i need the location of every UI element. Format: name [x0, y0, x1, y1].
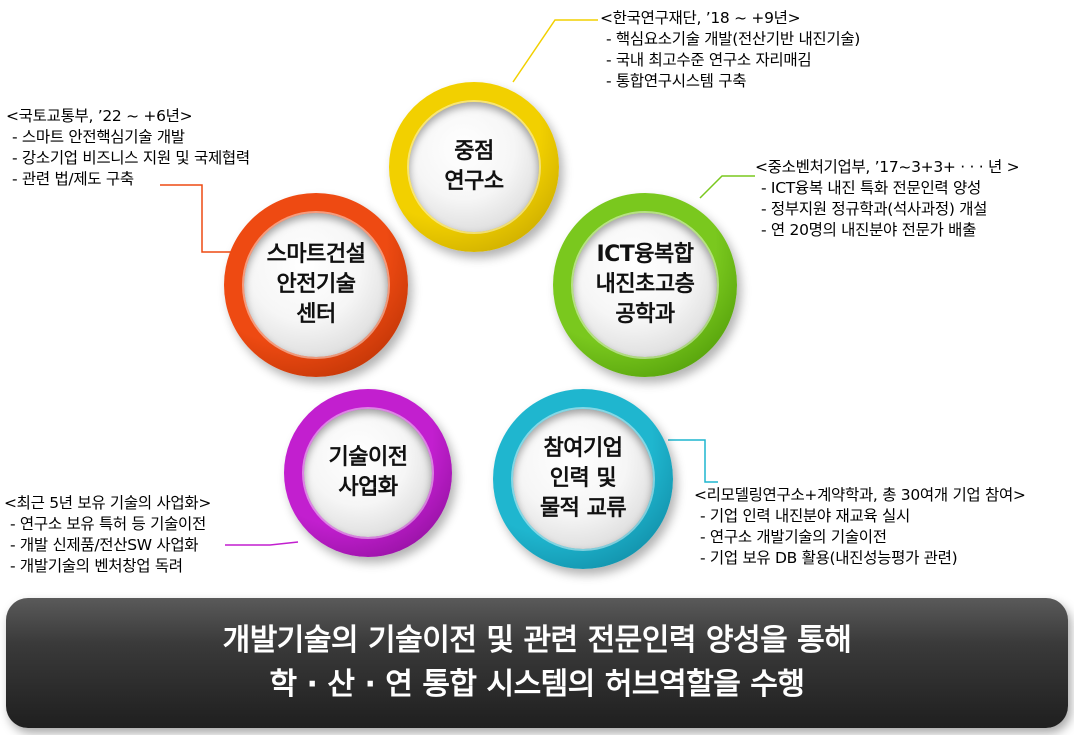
note-center: <한국연구재단, ’18 ~ +9년> - 핵심요소기술 개발(전산기반 내진기… [600, 8, 860, 92]
note-exchange-item: - 기업 보유 DB 활용(내진성능평가 관련) [700, 549, 958, 567]
note-transfer-item: - 개발기술의 벤처창업 독려 [10, 557, 183, 575]
node-smart: 스마트건설 안전기술 센터 [224, 193, 408, 377]
connector-ict [699, 175, 755, 199]
node-exchange: 참여기업 인력 및 물적 교류 [493, 389, 673, 569]
note-center-item: - 통합연구시스템 구축 [606, 72, 747, 90]
banner-line-1: 개발기술의 기술이전 및 관련 전문인력 양성을 통해 [222, 623, 852, 658]
note-ict: <중소벤처기업부, ’17~3+3+ · · · 년 > - ICT융복 내진 … [755, 157, 1020, 241]
note-transfer-item: - 개발 신제품/전산SW 사업화 [10, 536, 199, 554]
note-smart-header: <국토교통부, ’22 ~ +6년> [6, 107, 193, 125]
note-smart: <국토교통부, ’22 ~ +6년> - 스마트 안전핵심기술 개발 - 강소기… [6, 106, 250, 190]
note-exchange: <리모델링연구소+계약학과, 총 30여개 기업 참여> - 기업 인력 내진분… [694, 485, 1026, 569]
connector-smart [160, 184, 238, 253]
node-center: 중점 연구소 [389, 82, 559, 252]
node-smart-label: 스마트건설 안전기술 센터 [266, 242, 366, 327]
note-exchange-header: <리모델링연구소+계약학과, 총 30여개 기업 참여> [694, 486, 1026, 504]
connector-center [512, 19, 598, 83]
node-ict-label: ICT융복합 내진초고층 공학과 [595, 242, 695, 327]
note-smart-item: - 강소기업 비즈니스 지원 및 국제협력 [12, 149, 250, 167]
node-exchange-label: 참여기업 인력 및 물적 교류 [539, 436, 627, 521]
note-smart-item: - 스마트 안전핵심기술 개발 [12, 128, 185, 146]
summary-banner: 개발기술의 기술이전 및 관련 전문인력 양성을 통해 학 · 산 · 연 통합… [6, 598, 1068, 728]
note-transfer-header: <최근 5년 보유 기술의 사업화> [4, 494, 212, 512]
node-ict: ICT융복합 내진초고층 공학과 [553, 193, 737, 377]
note-transfer: <최근 5년 보유 기술의 사업화> - 연구소 보유 특허 등 기술이전 - … [4, 493, 211, 577]
node-center-label: 중점 연구소 [444, 139, 504, 194]
note-ict-item: - 정부지원 정규학과(석사과정) 개설 [761, 200, 988, 218]
note-transfer-item: - 연구소 보유 특허 등 기술이전 [10, 515, 206, 533]
node-transfer-label: 기술이전 사업화 [328, 445, 408, 500]
note-ict-item: - ICT융복 내진 특화 전문인력 양성 [761, 179, 981, 197]
note-center-item: - 핵심요소기술 개발(전산기반 내진기술) [606, 30, 861, 48]
banner-line-2: 학 · 산 · 연 통합 시스템의 허브역할을 수행 [269, 667, 805, 702]
note-ict-header: <중소벤처기업부, ’17~3+3+ · · · 년 > [755, 158, 1020, 176]
connector-exchange [668, 439, 718, 483]
note-center-header: <한국연구재단, ’18 ~ +9년> [600, 9, 801, 27]
note-exchange-item: - 기업 인력 내진분야 재교육 실시 [700, 507, 910, 525]
note-ict-item: - 연 20명의 내진분야 전문가 배출 [761, 221, 977, 239]
note-smart-item: - 관련 법/제도 구축 [12, 170, 134, 188]
node-transfer: 기술이전 사업화 [284, 389, 452, 557]
connector-transfer [225, 541, 299, 546]
note-center-item: - 국내 최고수준 연구소 자리매김 [606, 51, 812, 69]
note-exchange-item: - 연구소 개발기술의 기술이전 [700, 528, 887, 546]
